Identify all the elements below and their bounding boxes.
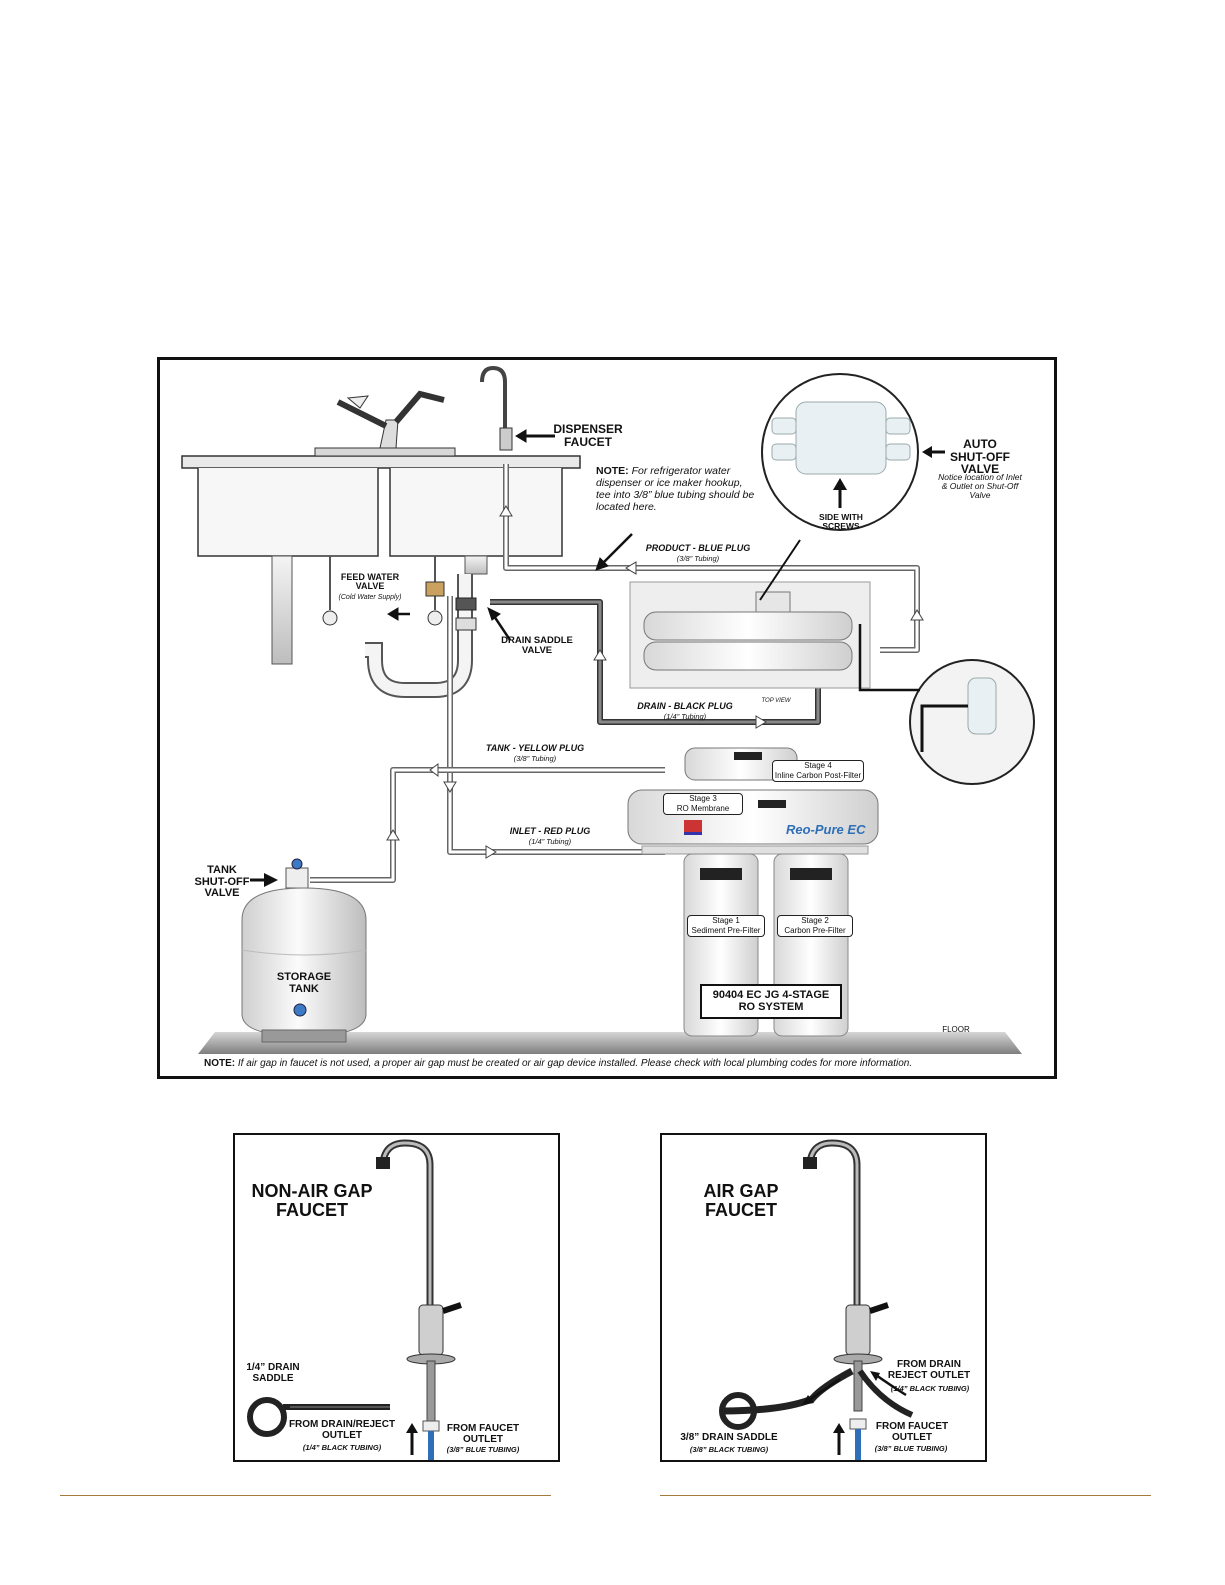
dispenser-faucet-label: DISPENSER FAUCET xyxy=(553,422,623,449)
tank-line-sub: (3/8” Tubing) xyxy=(513,754,557,763)
stage2-title: Stage 2 xyxy=(801,916,829,925)
non-air-gap-from-drain: FROM DRAIN/REJECT OUTLET xyxy=(288,1419,396,1441)
system-name-box: 90404 EC JG 4-STAGE RO SYSTEM xyxy=(700,984,842,1020)
dispenser-faucet xyxy=(480,365,513,451)
stage4-title: Stage 4 xyxy=(804,761,832,770)
air-gap-from-drain-sub: (1/4” BLACK TUBING) xyxy=(890,1384,970,1393)
non-air-gap-drawing xyxy=(247,1139,462,1460)
air-gap-from-faucet: FROM FAUCET OUTLET xyxy=(875,1421,949,1443)
footer-rule-right xyxy=(660,1495,1151,1496)
air-gap-title: AIR GAP FAUCET xyxy=(703,1181,779,1220)
feed-water-valve-sub: (Cold Water Supply) xyxy=(338,594,402,601)
non-air-gap-title: NON-AIR GAP FAUCET xyxy=(251,1181,373,1220)
stage2-sub: Carbon Pre-Filter xyxy=(784,925,846,935)
refrigerator-note: NOTE: For refrigerator water dispenser o… xyxy=(596,465,756,513)
stage1-title: Stage 1 xyxy=(712,916,740,925)
air-gap-drawing xyxy=(719,1139,914,1460)
inlet-line-sub: (1/4” Tubing) xyxy=(528,837,572,846)
drain-line-label: DRAIN - BLACK PLUG xyxy=(637,701,733,711)
storage-tank xyxy=(241,887,367,1043)
floor xyxy=(198,1032,1022,1054)
refrigerator-note-label: NOTE: xyxy=(596,465,629,477)
footer-rule-left xyxy=(60,1495,551,1496)
air-gap-from-drain: FROM DRAIN REJECT OUTLET xyxy=(887,1359,971,1381)
stage2-label: Stage 2 Carbon Pre-Filter xyxy=(777,915,853,937)
stage4-label: Stage 4 Inline Carbon Post-Filter xyxy=(772,760,864,782)
non-air-gap-from-faucet-sub: (3/8” BLUE TUBING) xyxy=(446,1445,520,1454)
drain-line-sub: (1/4” Tubing) xyxy=(663,712,707,721)
stage3-title: Stage 3 xyxy=(689,794,717,803)
stage3-sub: RO Membrane xyxy=(676,803,730,813)
non-air-gap-from-drain-sub: (1/4” BLACK TUBING) xyxy=(302,1443,382,1452)
stage1-sub: Sediment Pre-Filter xyxy=(691,925,761,935)
tank-line-label: TANK - YELLOW PLUG xyxy=(485,743,585,753)
air-gap-panel: AIR GAP FAUCET FROM DRAIN REJECT OUTLET … xyxy=(660,1133,987,1462)
stage4-sub: Inline Carbon Post-Filter xyxy=(774,770,862,780)
storage-tank-label: STORAGE TANK xyxy=(276,971,332,995)
label-arrows xyxy=(387,429,633,641)
main-diagram-drawing: Reo-Pure EC xyxy=(181,365,1035,1054)
bottom-note-label: NOTE: xyxy=(204,1058,236,1069)
non-air-gap-drain-saddle-label: 1/4” DRAIN SADDLE xyxy=(246,1362,300,1384)
brand-logo: Reo-Pure EC xyxy=(786,822,866,837)
non-air-gap-from-faucet: FROM FAUCET OUTLET xyxy=(446,1423,520,1445)
drain-fitting-callout xyxy=(858,624,1035,785)
product-line-label: PRODUCT - BLUE PLUG xyxy=(645,543,751,553)
main-diagram-panel: Reo-Pure EC DISPENSER FAUC xyxy=(157,357,1057,1079)
floor-label: FLOOR xyxy=(942,1025,970,1034)
side-with-screws-label: SIDE WITH SCREWS xyxy=(819,512,863,531)
tubing xyxy=(310,464,920,883)
bottom-note: NOTE: If air gap in faucet is not used, … xyxy=(204,1058,1044,1069)
tank-shutoff-valve xyxy=(250,858,309,889)
bottom-note-text: If air gap in faucet is not used, a prop… xyxy=(237,1058,913,1069)
auto-shutoff-subtitle: Notice location of Inlet & Outlet on Shu… xyxy=(938,472,1022,500)
air-gap-drain-saddle-sub: (3/8” BLACK TUBING) xyxy=(689,1445,769,1454)
flow-arrows xyxy=(386,505,924,859)
refrigerator-note-text: For refrigerator water dispenser or ice … xyxy=(596,465,755,514)
kitchen-sink xyxy=(181,390,581,698)
auto-shutoff-title: AUTO SHUT-OFF VALVE xyxy=(950,437,1010,477)
auto-shutoff-callout xyxy=(759,373,945,601)
tank-shutoff-label: TANK SHUT-OFF VALVE xyxy=(194,864,250,900)
non-air-gap-panel: NON-AIR GAP FAUCET 1/4” DRAIN SADDLE FRO… xyxy=(233,1133,560,1462)
air-gap-drain-saddle: 3/8” DRAIN SADDLE xyxy=(680,1432,778,1443)
feed-water-valve-label: FEED WATER VALVE xyxy=(340,572,400,592)
drain-saddle-valve-label: DRAIN SADDLE VALVE xyxy=(501,635,573,656)
air-gap-from-faucet-sub: (3/8” BLUE TUBING) xyxy=(874,1444,948,1453)
stage3-label: Stage 3 RO Membrane xyxy=(663,793,743,815)
inlet-line-label: INLET - RED PLUG xyxy=(509,826,591,836)
top-view-label: TOP VIEW xyxy=(761,698,791,704)
stage1-label: Stage 1 Sediment Pre-Filter xyxy=(687,915,765,937)
product-line-sub: (3/8” Tubing) xyxy=(676,554,720,563)
ro-top-view xyxy=(629,581,871,689)
